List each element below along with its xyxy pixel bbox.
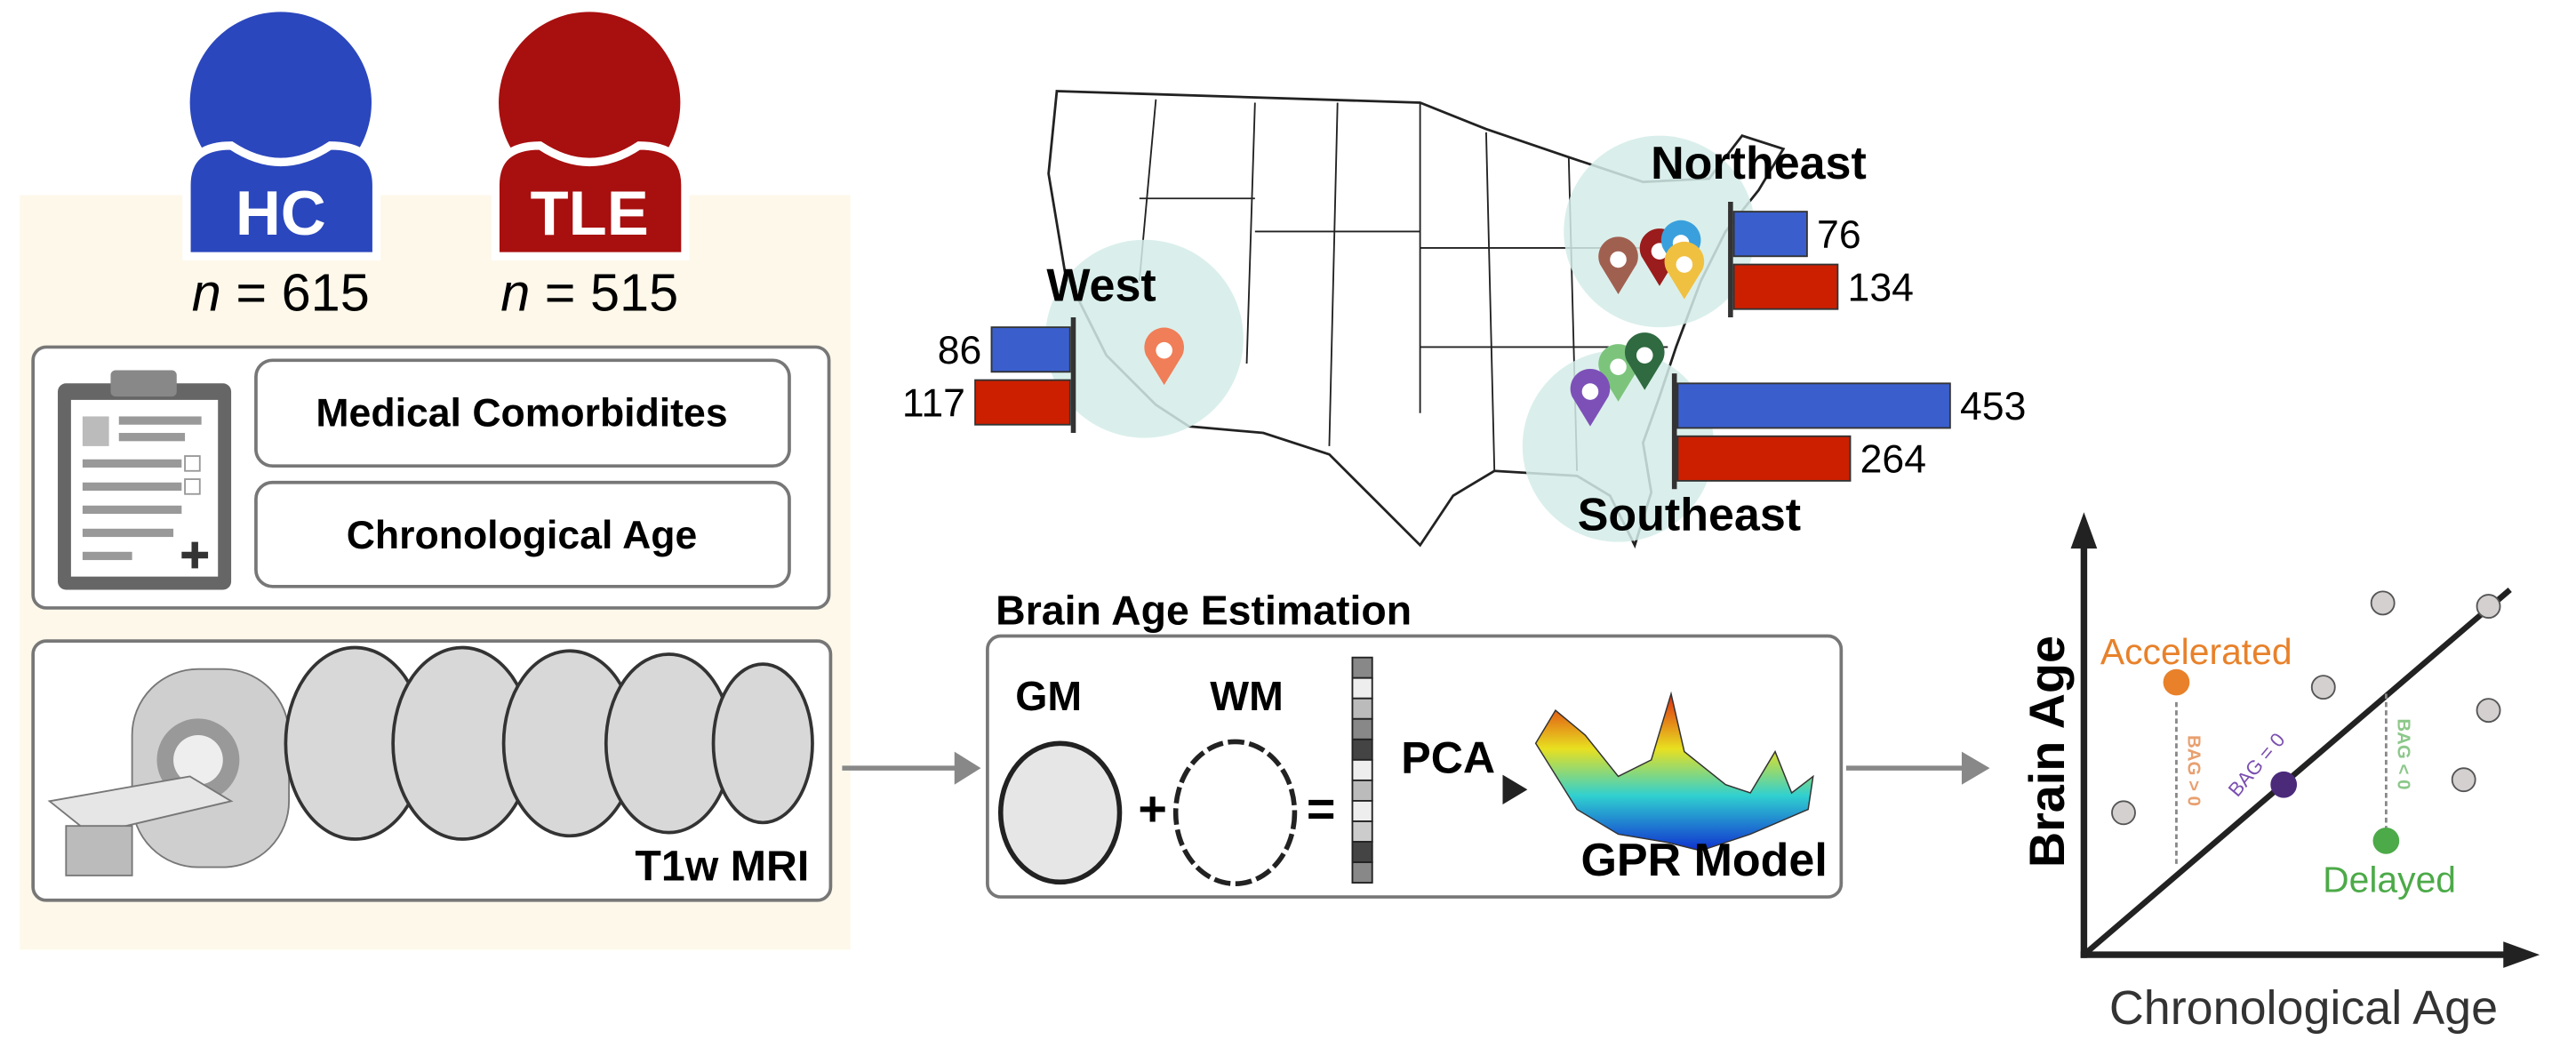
bar-label-tle: 264 bbox=[1860, 438, 1926, 482]
feature-cell bbox=[1351, 758, 1373, 781]
bar-label-tle: 117 bbox=[902, 381, 965, 425]
clipboard-icon bbox=[58, 370, 232, 590]
gpr-model-label: GPR Model bbox=[1580, 835, 1827, 886]
zero-point bbox=[2270, 771, 2298, 798]
map-pin-icon bbox=[1144, 327, 1184, 386]
feature-vector bbox=[1351, 656, 1373, 884]
feature-cell bbox=[1351, 717, 1373, 740]
other-points bbox=[2111, 590, 2501, 826]
chronological-age-box bbox=[254, 480, 791, 588]
site-pins bbox=[1144, 220, 1705, 427]
x-axis-label: Chronological Age bbox=[2109, 981, 2498, 1035]
y-axis-arrow bbox=[2070, 512, 2098, 549]
region-title-southeast: Southeast bbox=[1578, 490, 1801, 541]
mri-scanner-icon bbox=[47, 668, 291, 876]
feature-cell bbox=[1351, 820, 1373, 843]
bag-negative-label: BAG < 0 bbox=[2393, 718, 2412, 789]
arrow-head bbox=[1961, 751, 1990, 785]
wm-label: WM bbox=[1210, 673, 1284, 719]
bar-tle-west bbox=[974, 379, 1071, 426]
feature-cell bbox=[1351, 656, 1373, 679]
feature-cell bbox=[1351, 800, 1373, 822]
southeast-region-circle bbox=[1522, 350, 1715, 542]
west-region-circle bbox=[1044, 239, 1244, 438]
gpr-surface-image bbox=[1534, 691, 1814, 852]
bar-label-hc: 86 bbox=[938, 329, 982, 372]
hc-count: n = 615 bbox=[192, 263, 370, 323]
arrow-head bbox=[1502, 774, 1528, 805]
map-pin-icon bbox=[1664, 241, 1705, 300]
feature-cell bbox=[1351, 676, 1373, 700]
delayed-point bbox=[2372, 828, 2400, 854]
identity-line bbox=[2082, 588, 2512, 957]
bar-label-hc: 453 bbox=[1960, 385, 2026, 428]
map-pin-icon bbox=[1598, 236, 1638, 294]
arrow-head bbox=[954, 751, 981, 785]
accelerated-label: Accelerated bbox=[2100, 631, 2292, 672]
bag-positive-label: BAG > 0 bbox=[2183, 735, 2203, 806]
medical-comorbidities-box bbox=[254, 358, 791, 468]
estimation-title: Brain Age Estimation bbox=[996, 588, 1412, 634]
y-axis-label: Brain Age bbox=[2020, 636, 2075, 868]
region-bars: 86 117 76 134 453 264 bbox=[902, 201, 2026, 490]
gm-brain-image bbox=[997, 740, 1123, 885]
bar-label-hc: 76 bbox=[1817, 213, 1861, 257]
region-title-west: West bbox=[1046, 260, 1156, 311]
feature-cell bbox=[1351, 841, 1373, 863]
feature-cell bbox=[1351, 861, 1373, 884]
pca-label: PCA bbox=[1401, 733, 1495, 783]
tle-count: n = 515 bbox=[500, 263, 678, 323]
tle-person-icon bbox=[491, 12, 690, 260]
accelerated-point bbox=[2163, 668, 2190, 696]
x-axis-arrow bbox=[2503, 941, 2540, 968]
tle-label: TLE bbox=[531, 178, 649, 248]
plus-sign: + bbox=[1138, 781, 1167, 836]
map-pin-icon bbox=[1570, 368, 1611, 427]
feature-cell bbox=[1351, 738, 1373, 761]
bar-label-tle: 134 bbox=[1848, 266, 1914, 309]
hc-label: HC bbox=[236, 178, 326, 248]
bar-hc-northeast bbox=[1732, 211, 1808, 258]
delayed-label: Delayed bbox=[2323, 859, 2456, 900]
mri-brain-slices bbox=[284, 645, 814, 841]
gm-label: GM bbox=[1015, 673, 1082, 719]
medical-comorbidities-label: Medical Comorbidites bbox=[316, 392, 727, 436]
wm-brain-image bbox=[1172, 739, 1298, 886]
bar-tle-southeast bbox=[1676, 435, 1852, 482]
bar-hc-southeast bbox=[1676, 382, 1951, 429]
bar-hc-west bbox=[990, 326, 1071, 373]
equals-sign: = bbox=[1307, 781, 1336, 836]
bag-plot bbox=[2070, 512, 2540, 968]
hc-person-icon bbox=[182, 12, 381, 260]
feature-cell bbox=[1351, 697, 1373, 720]
region-title-northeast: Northeast bbox=[1651, 138, 1867, 189]
feature-cell bbox=[1351, 779, 1373, 802]
bar-tle-northeast bbox=[1732, 263, 1839, 310]
map-pin-icon bbox=[1624, 332, 1665, 390]
chronological-age-label: Chronological Age bbox=[347, 514, 698, 557]
mri-label: T1w MRI bbox=[635, 842, 809, 890]
